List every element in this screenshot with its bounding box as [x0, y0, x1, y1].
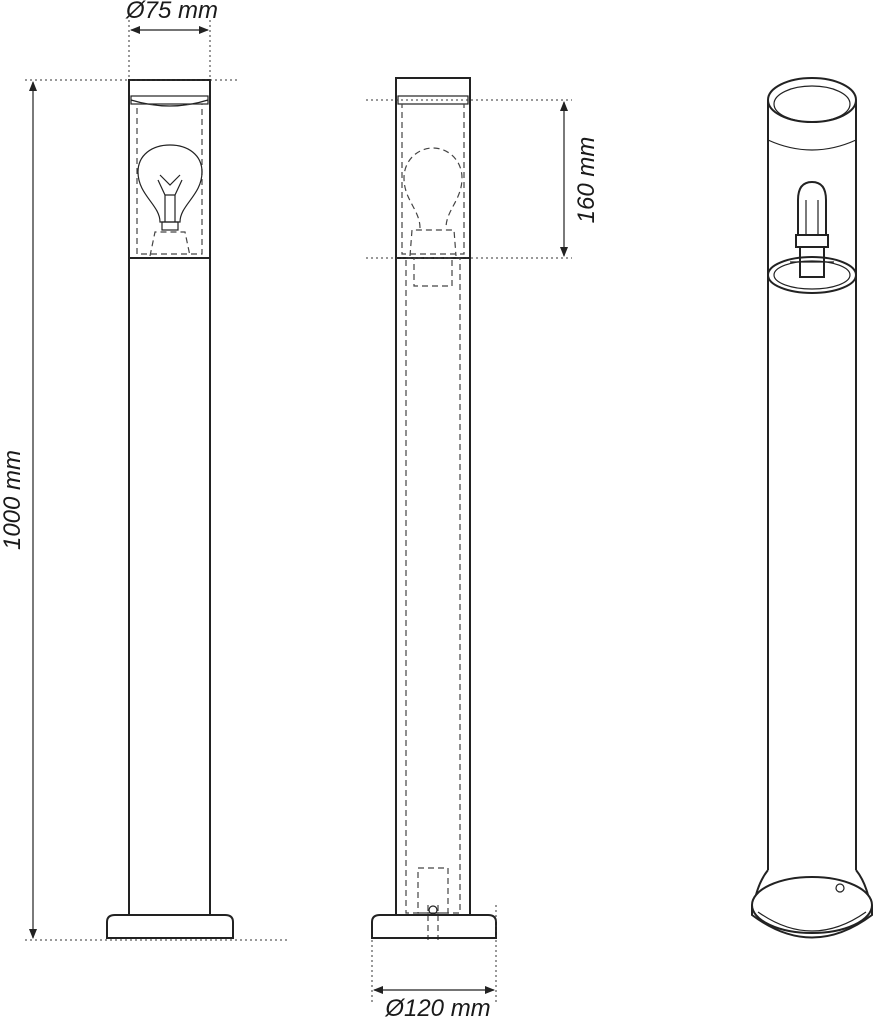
perspective-base-side: [751, 905, 873, 939]
side-inner-pole-dashed: [405, 257, 461, 914]
perspective-collar: [767, 256, 857, 294]
side-socket-dashed: [409, 229, 457, 257]
front-socket-dashed: [149, 231, 191, 257]
total-height-label: 1000 mm: [0, 450, 26, 550]
perspective-top-cap: [767, 77, 857, 123]
perspective-view: [751, 77, 873, 939]
perspective-base-flare-right: [855, 869, 869, 896]
front-view: [106, 79, 234, 939]
front-head-outline: [128, 79, 211, 259]
perspective-top-cap-inner: [773, 85, 851, 123]
front-glass-dashed: [136, 103, 203, 255]
perspective-base-top: [751, 876, 873, 934]
perspective-screw-icon: [835, 883, 845, 893]
front-cap-curve: [130, 99, 209, 107]
top-diameter-label: Ø75 mm: [125, 0, 218, 24]
front-base: [106, 914, 234, 939]
side-dimensions: 160 mm Ø120 mm: [366, 99, 600, 1020]
base-diameter-label: Ø120 mm: [384, 995, 490, 1020]
side-head-outline: [395, 77, 471, 259]
perspective-cap-lower-edge: [767, 139, 857, 151]
perspective-base-ring: [757, 911, 867, 932]
side-bulb-dashed-icon: [403, 147, 463, 229]
front-dimensions: Ø75 mm 1000 mm: [0, 0, 290, 941]
side-view: [371, 77, 497, 940]
perspective-collar-inner: [773, 260, 851, 290]
perspective-bulb-icon: [790, 180, 834, 278]
side-junction-box-dashed: [417, 867, 449, 914]
side-glass-dashed: [401, 103, 465, 255]
perspective-base-flare-left: [755, 869, 769, 896]
front-bulb-icon: [137, 144, 203, 231]
side-socket-box-dashed: [413, 257, 453, 287]
side-base: [371, 914, 497, 939]
head-height-label: 160 mm: [573, 137, 600, 224]
